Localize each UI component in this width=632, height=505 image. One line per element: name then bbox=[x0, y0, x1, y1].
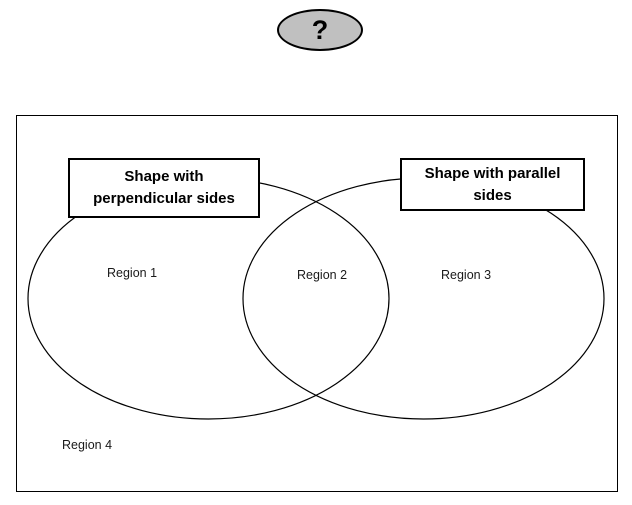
question-badge: ? bbox=[277, 9, 363, 51]
region-label-1: Region 1 bbox=[107, 266, 158, 280]
region-label-3: Region 3 bbox=[441, 268, 492, 282]
set-label-text-left: Shape with perpendicular sides bbox=[93, 168, 235, 207]
set-label-box-left: Shape with perpendicular sides bbox=[68, 158, 260, 218]
region-label-4: Region 4 bbox=[62, 438, 113, 452]
set-label-box-right: Shape with parallel sides bbox=[400, 158, 585, 211]
question-mark-icon: ? bbox=[311, 14, 329, 45]
universal-set-rectangle bbox=[16, 115, 618, 492]
region-label-2: Region 2 bbox=[297, 268, 348, 282]
set-label-text-right: Shape with parallel sides bbox=[424, 164, 561, 204]
